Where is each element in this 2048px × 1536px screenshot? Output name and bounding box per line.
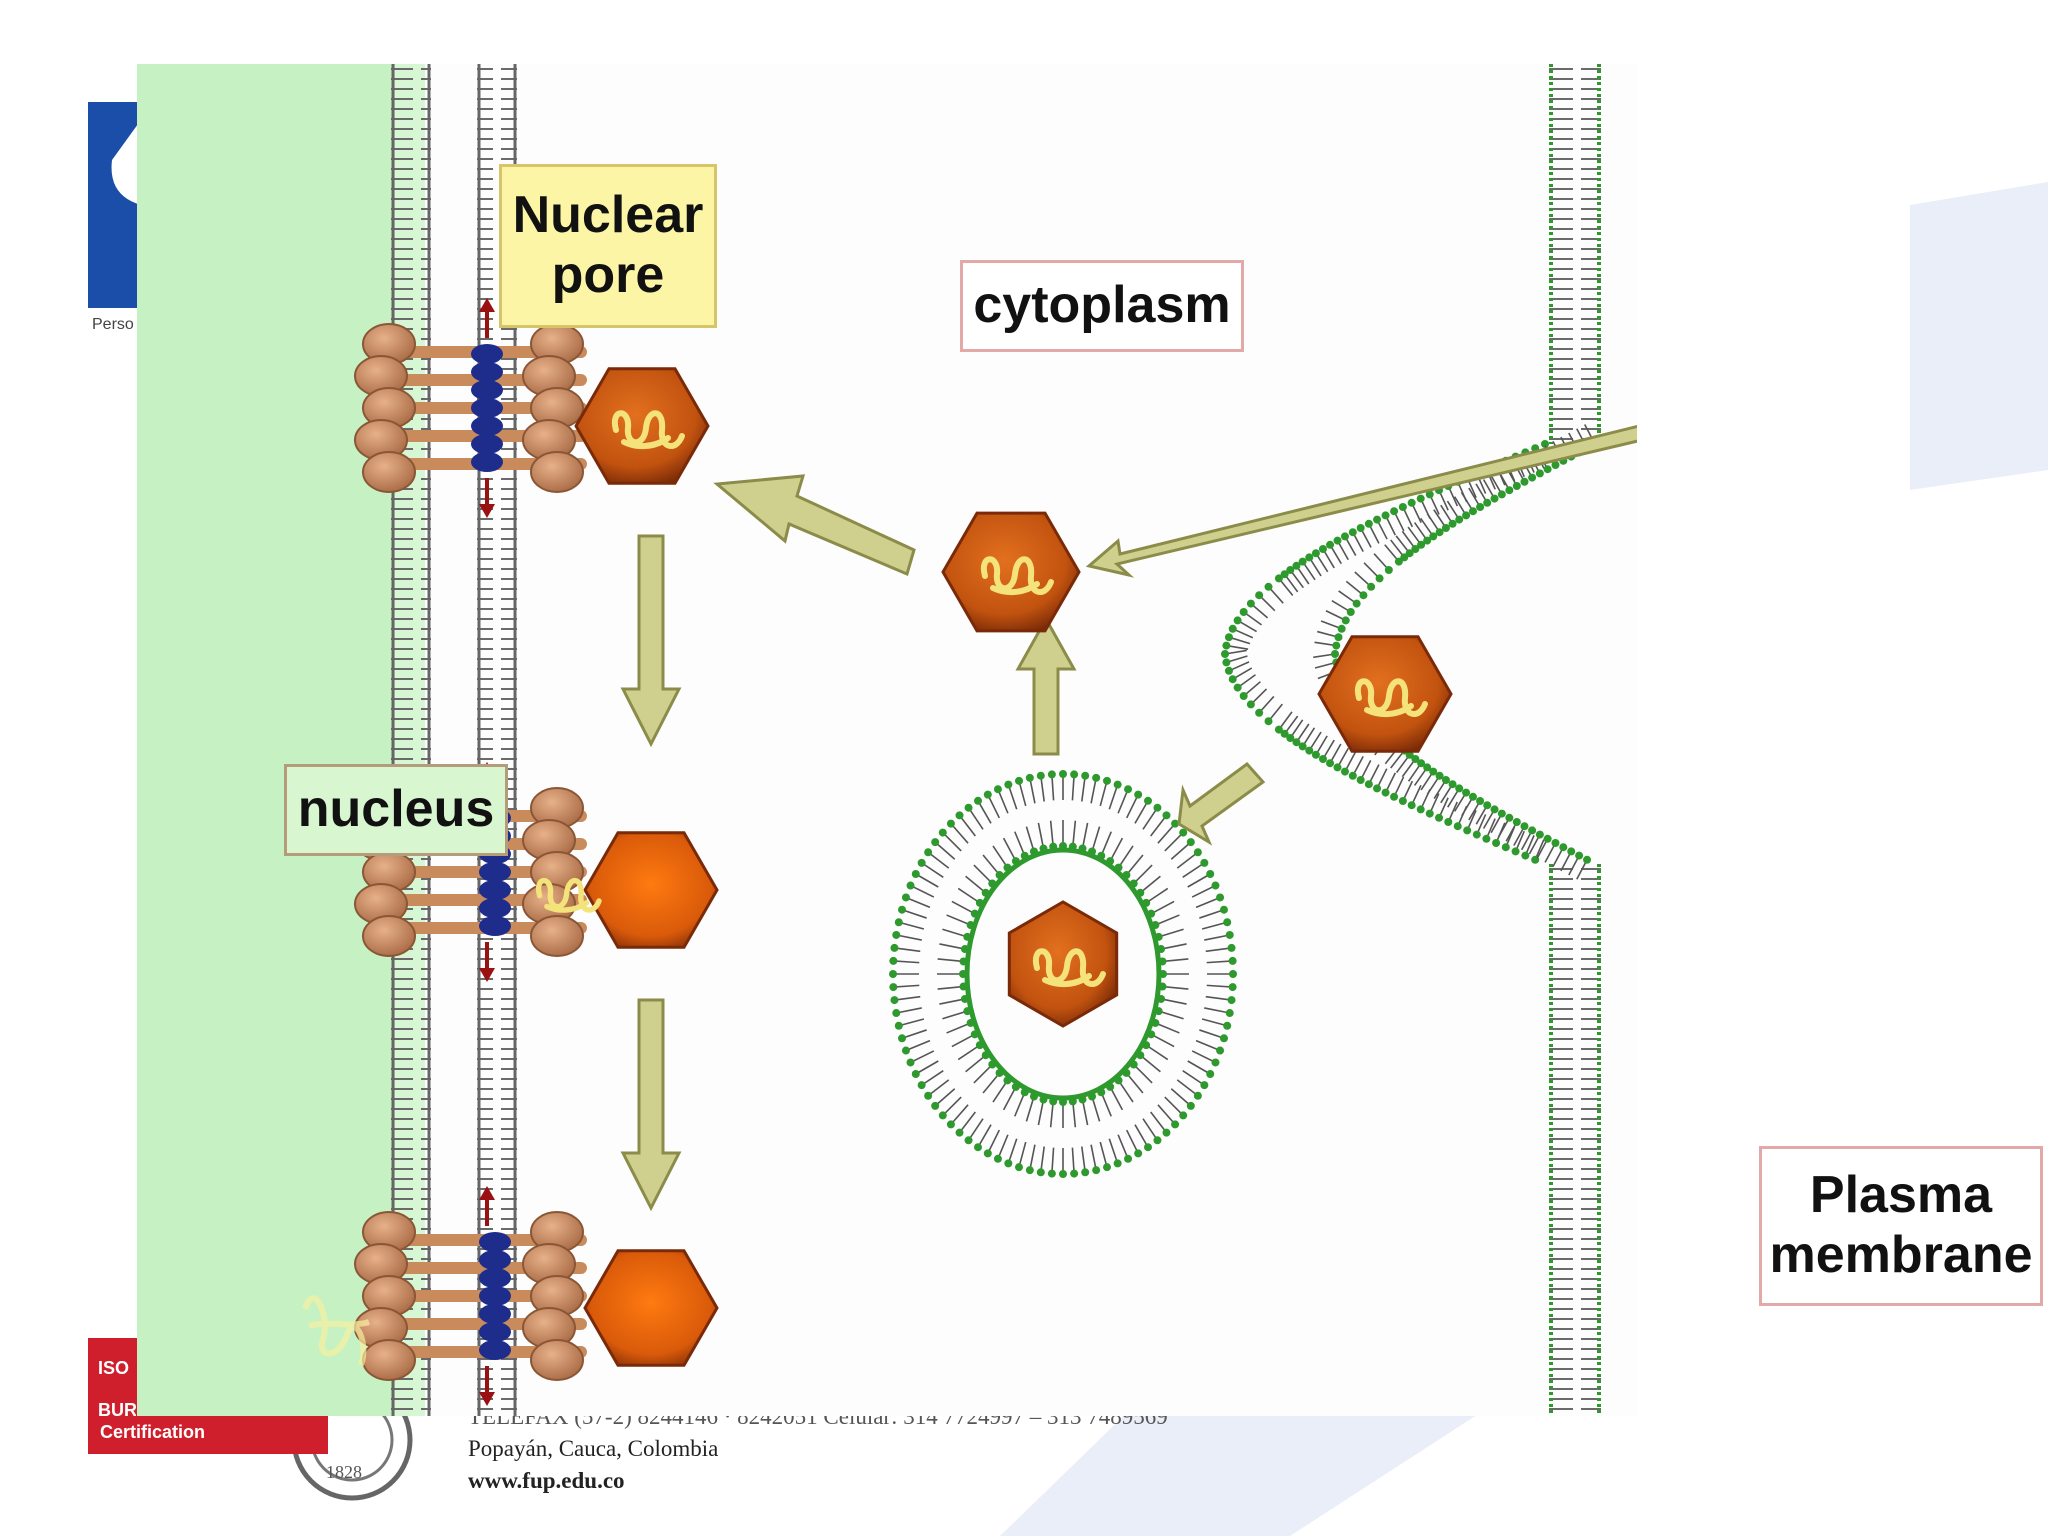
footer-address: Popayán, Cauca, Colombia	[468, 1436, 719, 1461]
bg-accent-right	[1910, 182, 2048, 490]
iso-text: ISO	[98, 1358, 130, 1378]
bg-accent-bottom	[1000, 1400, 1500, 1536]
plasma-membrane-label: Plasma membrane	[1759, 1146, 2043, 1306]
arrow-to-pore	[713, 474, 916, 577]
virus-entry-diagram: Nuclear pore cytoplasm nucleus Plasma me…	[137, 64, 2043, 1416]
footer-website-link[interactable]: www.fup.edu.co	[468, 1468, 625, 1493]
footer-phone: TELEFAX (57-2) 8244146 · 8242051 Celular…	[468, 1404, 1168, 1429]
arrow-down-2	[620, 998, 682, 1212]
bureau-text: BUR	[98, 1400, 136, 1420]
nuclear-envelope	[391, 64, 517, 1416]
endocytic-vesicle	[889, 770, 1237, 1178]
nuclear-pore-complex-icon	[354, 762, 587, 982]
genome-squiggle-icon	[611, 410, 685, 450]
genome-squiggle-icon	[980, 556, 1054, 596]
nuclear-pore-label: Nuclear pore	[499, 164, 717, 328]
capsids	[535, 367, 1453, 1367]
logo-fragment-blue	[88, 102, 138, 308]
capsid-hexagon-icon	[583, 1249, 719, 1367]
cytoplasm-label: cytoplasm	[960, 260, 1244, 352]
svg-text:1828: 1828	[326, 1462, 362, 1482]
arrow-down-1	[620, 534, 682, 748]
nucleus-region	[137, 64, 395, 1416]
arrows	[620, 424, 1637, 1212]
arrow-into-vesicle	[1177, 761, 1266, 846]
plasma-membrane	[1549, 64, 1601, 1416]
released-genome-icon	[302, 1295, 370, 1367]
nucleus-label: nucleus	[284, 764, 508, 856]
certification-text: Certification	[100, 1422, 206, 1442]
nuclear-pore-complex-icon	[354, 298, 587, 518]
capsid-hexagon-icon	[1007, 900, 1119, 1028]
genome-squiggle-icon	[535, 877, 602, 913]
genome-squiggle-icon	[1354, 678, 1428, 718]
capsid-hexagon-icon	[583, 831, 719, 949]
capsid-hexagon-icon	[574, 367, 710, 485]
nuclear-pore-complexes	[354, 298, 587, 1406]
nuclear-pore-complex-icon	[354, 1186, 587, 1406]
iso-certification-badge: ISO BUR	[88, 1338, 136, 1454]
genome-squiggle-icon	[1032, 948, 1106, 988]
arrow-up-vesicle	[1015, 615, 1077, 756]
capsid-hexagon-icon	[941, 511, 1081, 633]
arrow-entry	[1085, 424, 1637, 578]
capsid-hexagon-icon	[1317, 635, 1453, 753]
logo-caption-fragment: Perso	[92, 316, 134, 333]
diagram-canvas	[137, 64, 1637, 1416]
